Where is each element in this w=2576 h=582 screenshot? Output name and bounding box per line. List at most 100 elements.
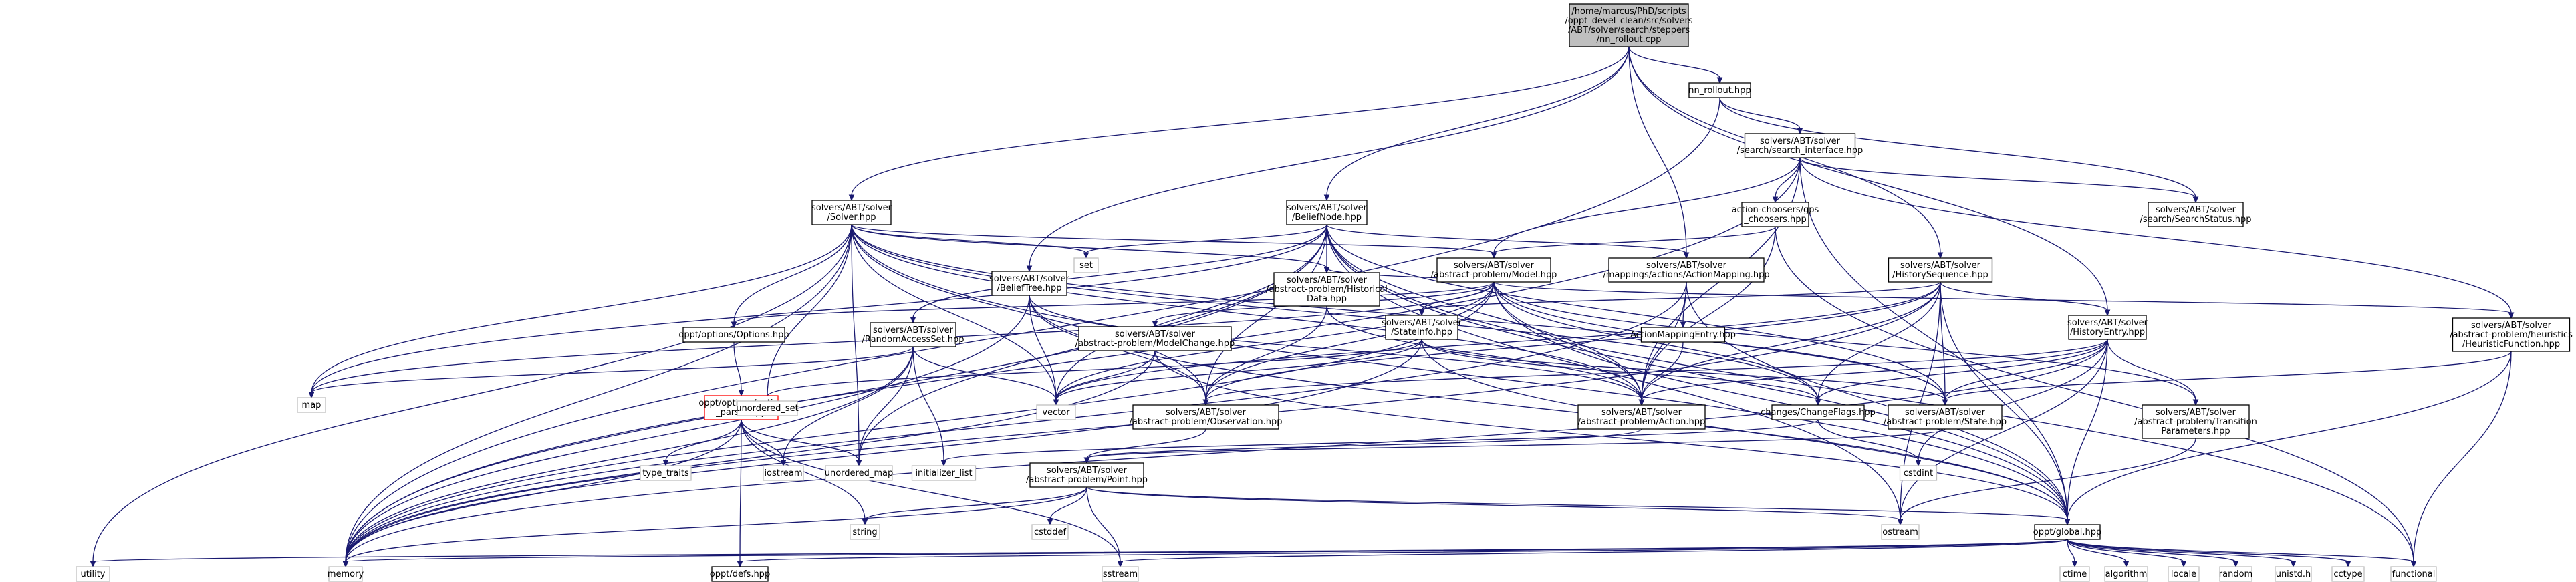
node-label: solvers/ABT/solver bbox=[1900, 261, 1981, 271]
node-root[interactable]: /home/marcus/PhD/scripts/oppt_devel_clea… bbox=[1565, 3, 1693, 47]
node-randomaccessset[interactable]: solvers/ABT/solver/RandomAccessSet.hpp bbox=[862, 322, 964, 347]
node-label: ActionMappingEntry.hpp bbox=[1630, 330, 1736, 340]
node-action[interactable]: solvers/ABT/solver/abstract-problem/Acti… bbox=[1577, 404, 1706, 430]
node-memory[interactable]: memory bbox=[328, 566, 364, 582]
edge-arrowhead bbox=[848, 194, 855, 202]
node-box bbox=[2068, 315, 2147, 340]
node-label: type_traits bbox=[642, 468, 689, 478]
node-box bbox=[811, 200, 892, 225]
edge-arrowhead bbox=[2064, 519, 2071, 526]
node-label: /mappings/actions/ActionMapping.hpp bbox=[1603, 270, 1769, 280]
edge-arrowhead bbox=[1323, 194, 1330, 202]
include-edge bbox=[1900, 438, 2196, 521]
node-type-traits[interactable]: type_traits bbox=[640, 465, 692, 481]
include-edge bbox=[2107, 339, 2196, 401]
node-label: Data.hpp bbox=[1307, 294, 1347, 304]
node-transitionparams[interactable]: solvers/ABT/solver/abstract-problem/Tran… bbox=[2134, 404, 2257, 439]
node-functional[interactable]: functional bbox=[2390, 566, 2437, 582]
include-edge bbox=[92, 539, 2068, 563]
node-stateinfo[interactable]: solvers/ABT/solver/StateInfo.hpp bbox=[1382, 315, 1462, 340]
edge-arrowhead bbox=[1083, 252, 1089, 259]
node-solver[interactable]: solvers/ABT/solver/Solver.hpp bbox=[811, 200, 892, 225]
node-locale[interactable]: locale bbox=[2168, 566, 2200, 582]
include-edge bbox=[1940, 281, 1946, 401]
include-edge bbox=[1686, 281, 2068, 521]
node-point[interactable]: solvers/ABT/solver/abstract-problem/Poin… bbox=[1026, 462, 1148, 488]
node-label: oppt/options/Options.hpp bbox=[678, 330, 789, 340]
node-nn-rollout[interactable]: nn_rollout.hpp bbox=[1688, 82, 1751, 98]
node-beliefnode[interactable]: solvers/ABT/solver/BeliefNode.hpp bbox=[1286, 200, 1368, 225]
node-model[interactable]: solvers/ABT/solver/abstract-problem/Mode… bbox=[1431, 257, 1557, 283]
node-box bbox=[911, 465, 977, 481]
include-edge bbox=[1493, 281, 2196, 401]
node-sstream[interactable]: sstream bbox=[1102, 566, 1139, 582]
node-action-choosers[interactable]: action-choosers/gps_choosers.hpp bbox=[1732, 202, 1819, 227]
include-edge bbox=[2067, 539, 2294, 563]
node-map[interactable]: map bbox=[297, 397, 326, 413]
include-edge bbox=[311, 224, 1327, 394]
node-modelchange[interactable]: solvers/ABT/solver/abstract-problem/Mode… bbox=[1075, 326, 1235, 351]
include-edge bbox=[1719, 97, 2196, 198]
include-edge bbox=[851, 224, 1327, 269]
node-historysequence[interactable]: solvers/ABT/solver/HistorySequence.hpp bbox=[1888, 257, 1993, 283]
node-cstdint[interactable]: cstdint bbox=[1899, 465, 1938, 481]
edge-arrowhead bbox=[1117, 561, 1124, 568]
node-label: /Solver.hpp bbox=[827, 212, 876, 223]
node-options[interactable]: oppt/options/Options.hpp bbox=[678, 327, 789, 343]
include-edge bbox=[1775, 157, 1801, 198]
edge-arrowhead bbox=[1047, 519, 1053, 526]
node-utility[interactable]: utility bbox=[76, 566, 110, 582]
node-unordered-map[interactable]: unordered_map bbox=[825, 465, 894, 481]
node-iostream[interactable]: iostream bbox=[763, 465, 804, 481]
node-random[interactable]: random bbox=[2219, 566, 2252, 582]
edge-arrowhead bbox=[1915, 460, 1922, 467]
include-edge bbox=[1205, 305, 1327, 401]
node-string[interactable]: string bbox=[850, 524, 880, 540]
node-label: /BeliefTree.hpp bbox=[997, 283, 1061, 293]
node-box bbox=[1286, 200, 1368, 225]
node-historyentry[interactable]: solvers/ABT/solver/HistoryEntry.hpp bbox=[2067, 315, 2148, 340]
node-box bbox=[1640, 327, 1726, 343]
include-edge bbox=[345, 224, 1327, 563]
node-box bbox=[1073, 257, 1099, 273]
include-edge bbox=[2067, 539, 2127, 563]
edge-arrowhead bbox=[2290, 561, 2297, 568]
node-historicaldata[interactable]: solvers/ABT/solver/abstract-problem/Hist… bbox=[1266, 272, 1388, 307]
node-cctype[interactable]: cctype bbox=[2331, 566, 2365, 582]
node-search-interface[interactable]: solvers/ABT/solver/search/search_interfa… bbox=[1737, 133, 1863, 158]
include-edge bbox=[1817, 281, 1941, 401]
node-global[interactable]: oppt/global.hpp bbox=[2033, 524, 2101, 540]
node-observation[interactable]: solvers/ABT/solver/abstract-problem/Obse… bbox=[1130, 404, 1283, 430]
include-edge bbox=[92, 224, 852, 563]
node-heuristicfunction[interactable]: solvers/ABT/solver/abstract-problem/heur… bbox=[2450, 317, 2573, 352]
edge-arrowhead bbox=[2180, 561, 2187, 568]
node-cstddef[interactable]: cstddef bbox=[1031, 524, 1069, 540]
node-changeflags[interactable]: changes/ChangeFlags.hpp bbox=[1761, 404, 1876, 420]
node-actionmappingentry[interactable]: ActionMappingEntry.hpp bbox=[1630, 327, 1736, 343]
node-state[interactable]: solvers/ABT/solver/abstract-problem/Stat… bbox=[1884, 404, 2007, 430]
node-algorithm[interactable]: algorithm bbox=[2104, 566, 2148, 582]
node-defs[interactable]: oppt/defs.hpp bbox=[710, 566, 770, 582]
include-edge bbox=[851, 46, 1630, 196]
node-label: solvers/ABT/solver bbox=[2156, 205, 2236, 215]
node-label: string bbox=[852, 527, 877, 537]
node-belieftree[interactable]: solvers/ABT/solver/BeliefTree.hpp bbox=[989, 271, 1070, 296]
node-unordered-set[interactable]: unordered_set bbox=[736, 400, 799, 416]
include-edge bbox=[1120, 539, 2068, 563]
node-set[interactable]: set bbox=[1073, 257, 1099, 273]
node-actionmapping[interactable]: solvers/ABT/solver/mappings/actions/Acti… bbox=[1603, 257, 1770, 283]
node-initializer-list[interactable]: initializer_list bbox=[911, 465, 977, 481]
node-unistd[interactable]: unistd.h bbox=[2275, 566, 2312, 582]
include-edge bbox=[733, 341, 742, 392]
node-vector[interactable]: vector bbox=[1036, 404, 1076, 420]
include-edge bbox=[2067, 351, 2512, 521]
node-box bbox=[1744, 133, 1856, 158]
node-ctime[interactable]: ctime bbox=[2059, 566, 2090, 582]
node-box bbox=[1273, 272, 1380, 307]
edge-arrowhead bbox=[2345, 561, 2351, 568]
node-ostream[interactable]: ostream bbox=[1881, 524, 1920, 540]
edge-arrowhead bbox=[1716, 77, 1723, 84]
edge-arrowhead bbox=[1152, 321, 1158, 328]
node-searchstatus[interactable]: solvers/ABT/solver/search/SearchStatus.h… bbox=[2140, 202, 2252, 227]
include-edge bbox=[345, 281, 1687, 563]
